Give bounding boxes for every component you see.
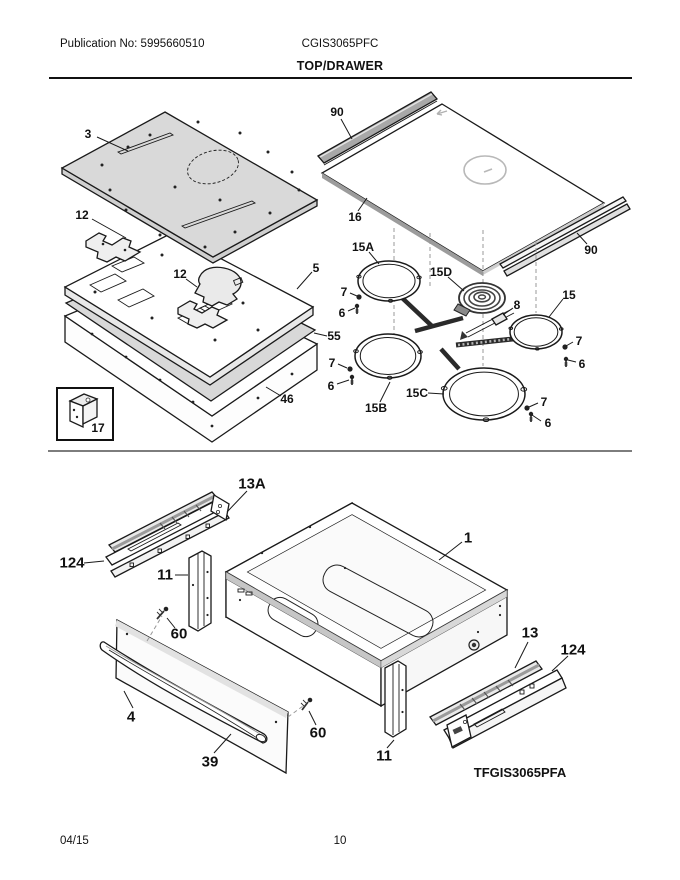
callout-124: 124 bbox=[59, 555, 85, 572]
part-4-drawer-front-panel bbox=[115, 618, 289, 775]
callout-4: 4 bbox=[127, 709, 136, 726]
footer-page-number: 10 bbox=[333, 835, 347, 847]
callout-7: 7 bbox=[541, 395, 548, 409]
callout-15C: 15C bbox=[406, 386, 428, 400]
callout-11: 11 bbox=[157, 567, 173, 584]
part-39-drawer-handle bbox=[99, 641, 268, 744]
screw-60-right bbox=[300, 697, 313, 711]
callout-3: 3 bbox=[85, 127, 92, 141]
callout-6: 6 bbox=[579, 357, 586, 371]
callout-124: 124 bbox=[560, 642, 586, 659]
title-rule bbox=[49, 77, 632, 79]
part-124-drawer-slide-right bbox=[443, 669, 567, 749]
callout-8: 8 bbox=[514, 298, 521, 312]
part-11-bracket-left bbox=[188, 550, 212, 632]
part-8-tube bbox=[460, 308, 515, 340]
part-11-bracket-right bbox=[384, 660, 407, 738]
callout-6: 6 bbox=[328, 379, 335, 393]
callout-7: 7 bbox=[329, 356, 336, 370]
callout-6: 6 bbox=[545, 416, 552, 430]
callout-15A: 15A bbox=[352, 240, 374, 254]
part-12-bracket-left bbox=[85, 232, 142, 263]
callout-15: 15 bbox=[562, 288, 576, 302]
part-15C-radiant-element bbox=[441, 368, 526, 422]
callout-15D: 15D bbox=[430, 265, 452, 279]
callout-6: 6 bbox=[339, 306, 346, 320]
callout-12: 12 bbox=[173, 267, 187, 281]
callout-15B: 15B bbox=[365, 401, 387, 415]
section-divider bbox=[48, 450, 632, 452]
warming-zone-circle bbox=[463, 155, 507, 185]
part-13-drawer-slide-right bbox=[429, 660, 543, 726]
variant-model-label: TFGIS3065PFA bbox=[474, 765, 567, 780]
screw-6-glyphs bbox=[349, 303, 569, 422]
part-15B-radiant-element bbox=[354, 334, 423, 379]
callout-11: 11 bbox=[376, 748, 392, 765]
part-15D-coil-element bbox=[453, 282, 506, 317]
callout-60: 60 bbox=[310, 725, 327, 742]
publication-number: Publication No: 5995660510 bbox=[60, 38, 205, 50]
page-title: TOP/DRAWER bbox=[296, 59, 384, 73]
callout-leader-lines bbox=[83, 118, 588, 754]
callout-90: 90 bbox=[584, 243, 598, 257]
part-13A-drawer-slide-left bbox=[105, 491, 230, 578]
part-3-main-top-panel bbox=[60, 111, 319, 264]
part-15-radiant-element bbox=[509, 315, 563, 350]
inset-box-part-17 bbox=[56, 387, 114, 441]
callout-39: 39 bbox=[202, 754, 219, 771]
callout-55: 55 bbox=[327, 329, 341, 343]
projection-lines-bottom bbox=[146, 615, 304, 718]
callout-17: 17 bbox=[91, 421, 105, 435]
callout-7: 7 bbox=[341, 285, 348, 299]
part-15A-radiant-element bbox=[357, 261, 421, 302]
part-12-bracket-center bbox=[177, 266, 244, 329]
model-number: CGIS3065PFC bbox=[301, 38, 379, 50]
callout-5: 5 bbox=[313, 261, 320, 275]
callout-7: 7 bbox=[576, 334, 583, 348]
screw-60-left bbox=[156, 606, 169, 620]
part-1-drawer-body bbox=[224, 501, 509, 708]
callout-1: 1 bbox=[464, 530, 472, 547]
callout-13: 13 bbox=[522, 625, 539, 642]
part-90-trim-strip-top bbox=[316, 91, 439, 166]
callout-layer: 3 90 12 16 15A 90 5 15D 12 7 8 15 6 55 7 6 7 6 15B 15C 46 7 6 1… bbox=[59, 105, 598, 771]
callout-46: 46 bbox=[280, 392, 294, 406]
callout-16: 16 bbox=[348, 210, 362, 224]
callout-13A: 13A bbox=[238, 476, 266, 493]
callout-12: 12 bbox=[75, 208, 89, 222]
callout-60: 60 bbox=[171, 626, 188, 643]
arrow-mark bbox=[436, 109, 448, 116]
callout-90: 90 bbox=[330, 105, 344, 119]
footer-date: 04/15 bbox=[60, 835, 89, 847]
